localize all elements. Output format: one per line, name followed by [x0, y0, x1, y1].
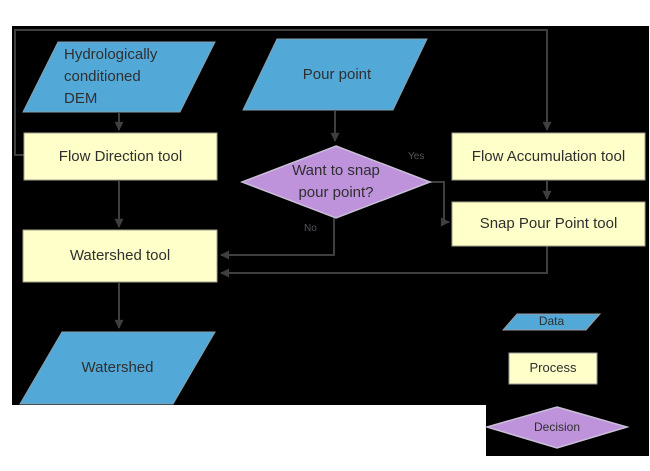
pour-point-shape — [242, 38, 428, 111]
watershed-shape — [19, 331, 216, 405]
edge-decision-yes-to-snap-pour-point — [430, 181, 450, 227]
snap-pour-point-shape — [451, 201, 646, 247]
edge-decision-no-to-watershed-tool — [220, 218, 335, 260]
watershed-tool-shape — [22, 229, 218, 283]
edge-snap-pour-point-to-watershed-tool — [220, 246, 548, 278]
decision-shape — [239, 145, 433, 219]
edge-flow-direction-to-flow-accumulation — [14, 29, 552, 156]
legend-data-shape — [501, 313, 602, 331]
flow-direction-shape — [23, 132, 218, 181]
dem-shape — [22, 41, 216, 113]
flow-accumulation-shape — [451, 132, 646, 181]
legend-decision-shape — [484, 406, 630, 449]
legend-process-shape — [508, 352, 598, 385]
